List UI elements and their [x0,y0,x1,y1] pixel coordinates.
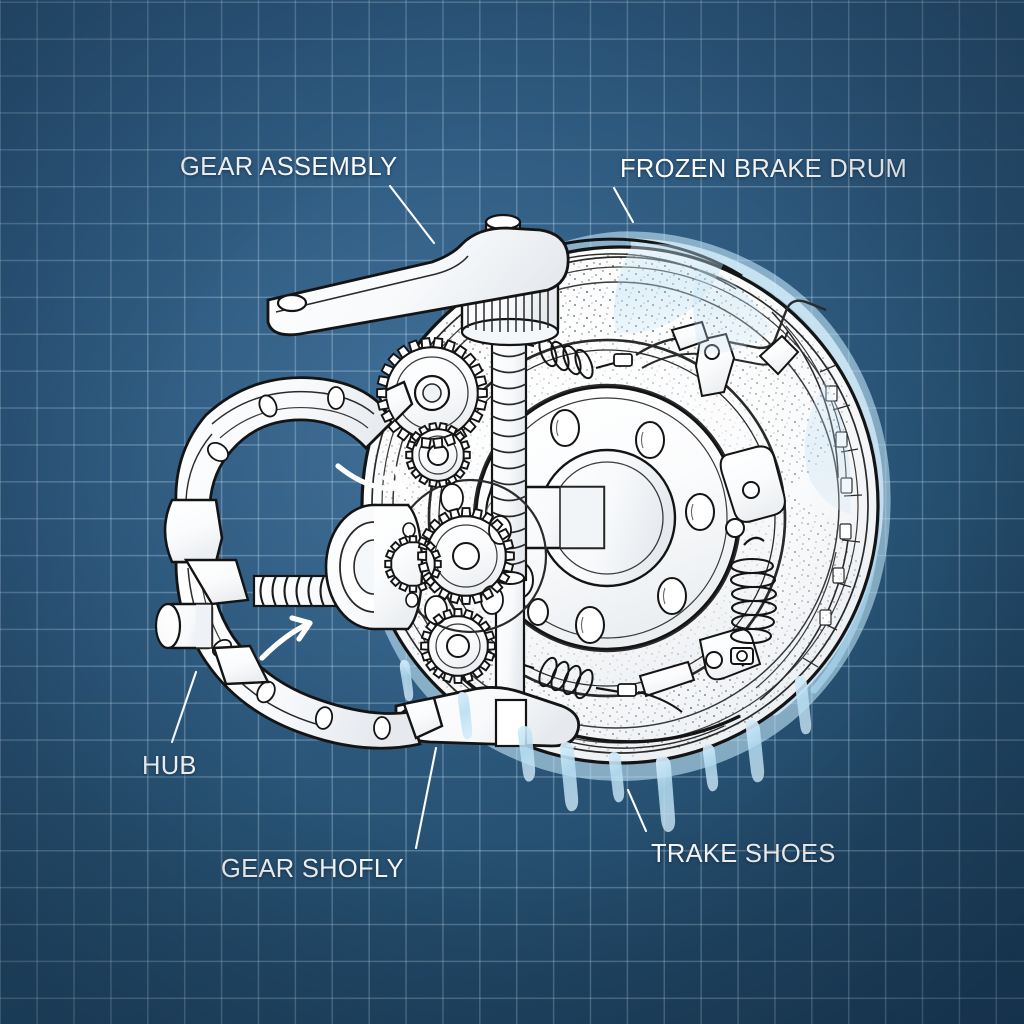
gear-teeth [376,337,488,449]
wrench-arm-upper [266,226,570,337]
gear-teeth [405,422,471,488]
brake-shoe-clamp [154,376,444,750]
leader-hub [170,670,198,744]
label-frozen-brake-drum: FROZEN BRAKE DRUM [620,155,908,183]
clamp-end-nut [154,602,214,650]
leader-gear-shofly [414,746,438,850]
shoe-rivets-upper [206,386,345,462]
lower-arrow [259,615,313,661]
leader-gear-assembly [388,184,436,245]
label-gear-shofly: GEAR SHOFLY [221,855,404,883]
icicles [399,660,812,833]
gear-teeth [420,608,496,684]
motion-arrows [259,463,405,661]
leader-trake-shoes [626,788,648,833]
gear-large-upper [384,345,480,441]
leader-frozen-brake-drum [612,186,635,224]
label-gear-assembly: GEAR ASSEMBLY [180,153,398,181]
leader-lines [170,184,648,850]
label-trake-shoes: TRAKE SHOES [651,840,836,868]
gear-teeth [384,535,442,593]
return-spring-lower [519,656,683,713]
return-spring-right [729,536,778,667]
label-hub: HUB [142,752,197,780]
ice-rim-sheet [614,243,851,514]
upper-arrow [335,463,405,492]
